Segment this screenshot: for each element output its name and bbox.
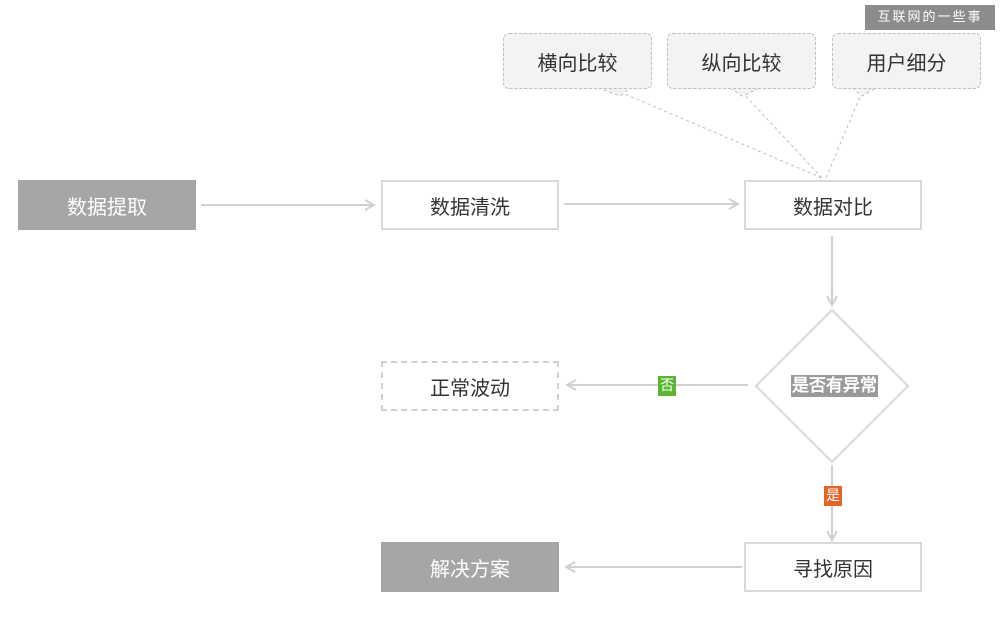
callout-vertical-compare: 纵向比较	[667, 33, 816, 89]
callout-user-segmentation: 用户细分	[832, 33, 981, 89]
watermark: 互联网的一些事	[865, 5, 995, 30]
edge-label-yes: 是	[824, 486, 842, 506]
callout-tail-segment	[851, 87, 877, 97]
callout-tail-vertical	[729, 87, 761, 97]
node-normal-fluctuation: 正常波动	[381, 361, 559, 411]
node-data-comparison: 数据对比	[744, 180, 922, 230]
node-data-cleaning: 数据清洗	[381, 180, 559, 230]
callout-pointer-horizontal	[619, 91, 823, 179]
node-data-extraction: 数据提取	[18, 180, 196, 230]
decision-label: 是否有异常	[791, 375, 878, 397]
callout-tail-horizontal	[597, 87, 631, 97]
node-solution: 解决方案	[381, 542, 559, 592]
edge-label-no: 否	[658, 376, 676, 396]
callout-pointers	[619, 91, 863, 179]
callout-pointer-segment	[825, 91, 863, 179]
node-find-cause: 寻找原因	[744, 542, 922, 592]
callout-horizontal-compare: 横向比较	[503, 33, 652, 89]
callout-pointer-vertical	[741, 91, 823, 179]
